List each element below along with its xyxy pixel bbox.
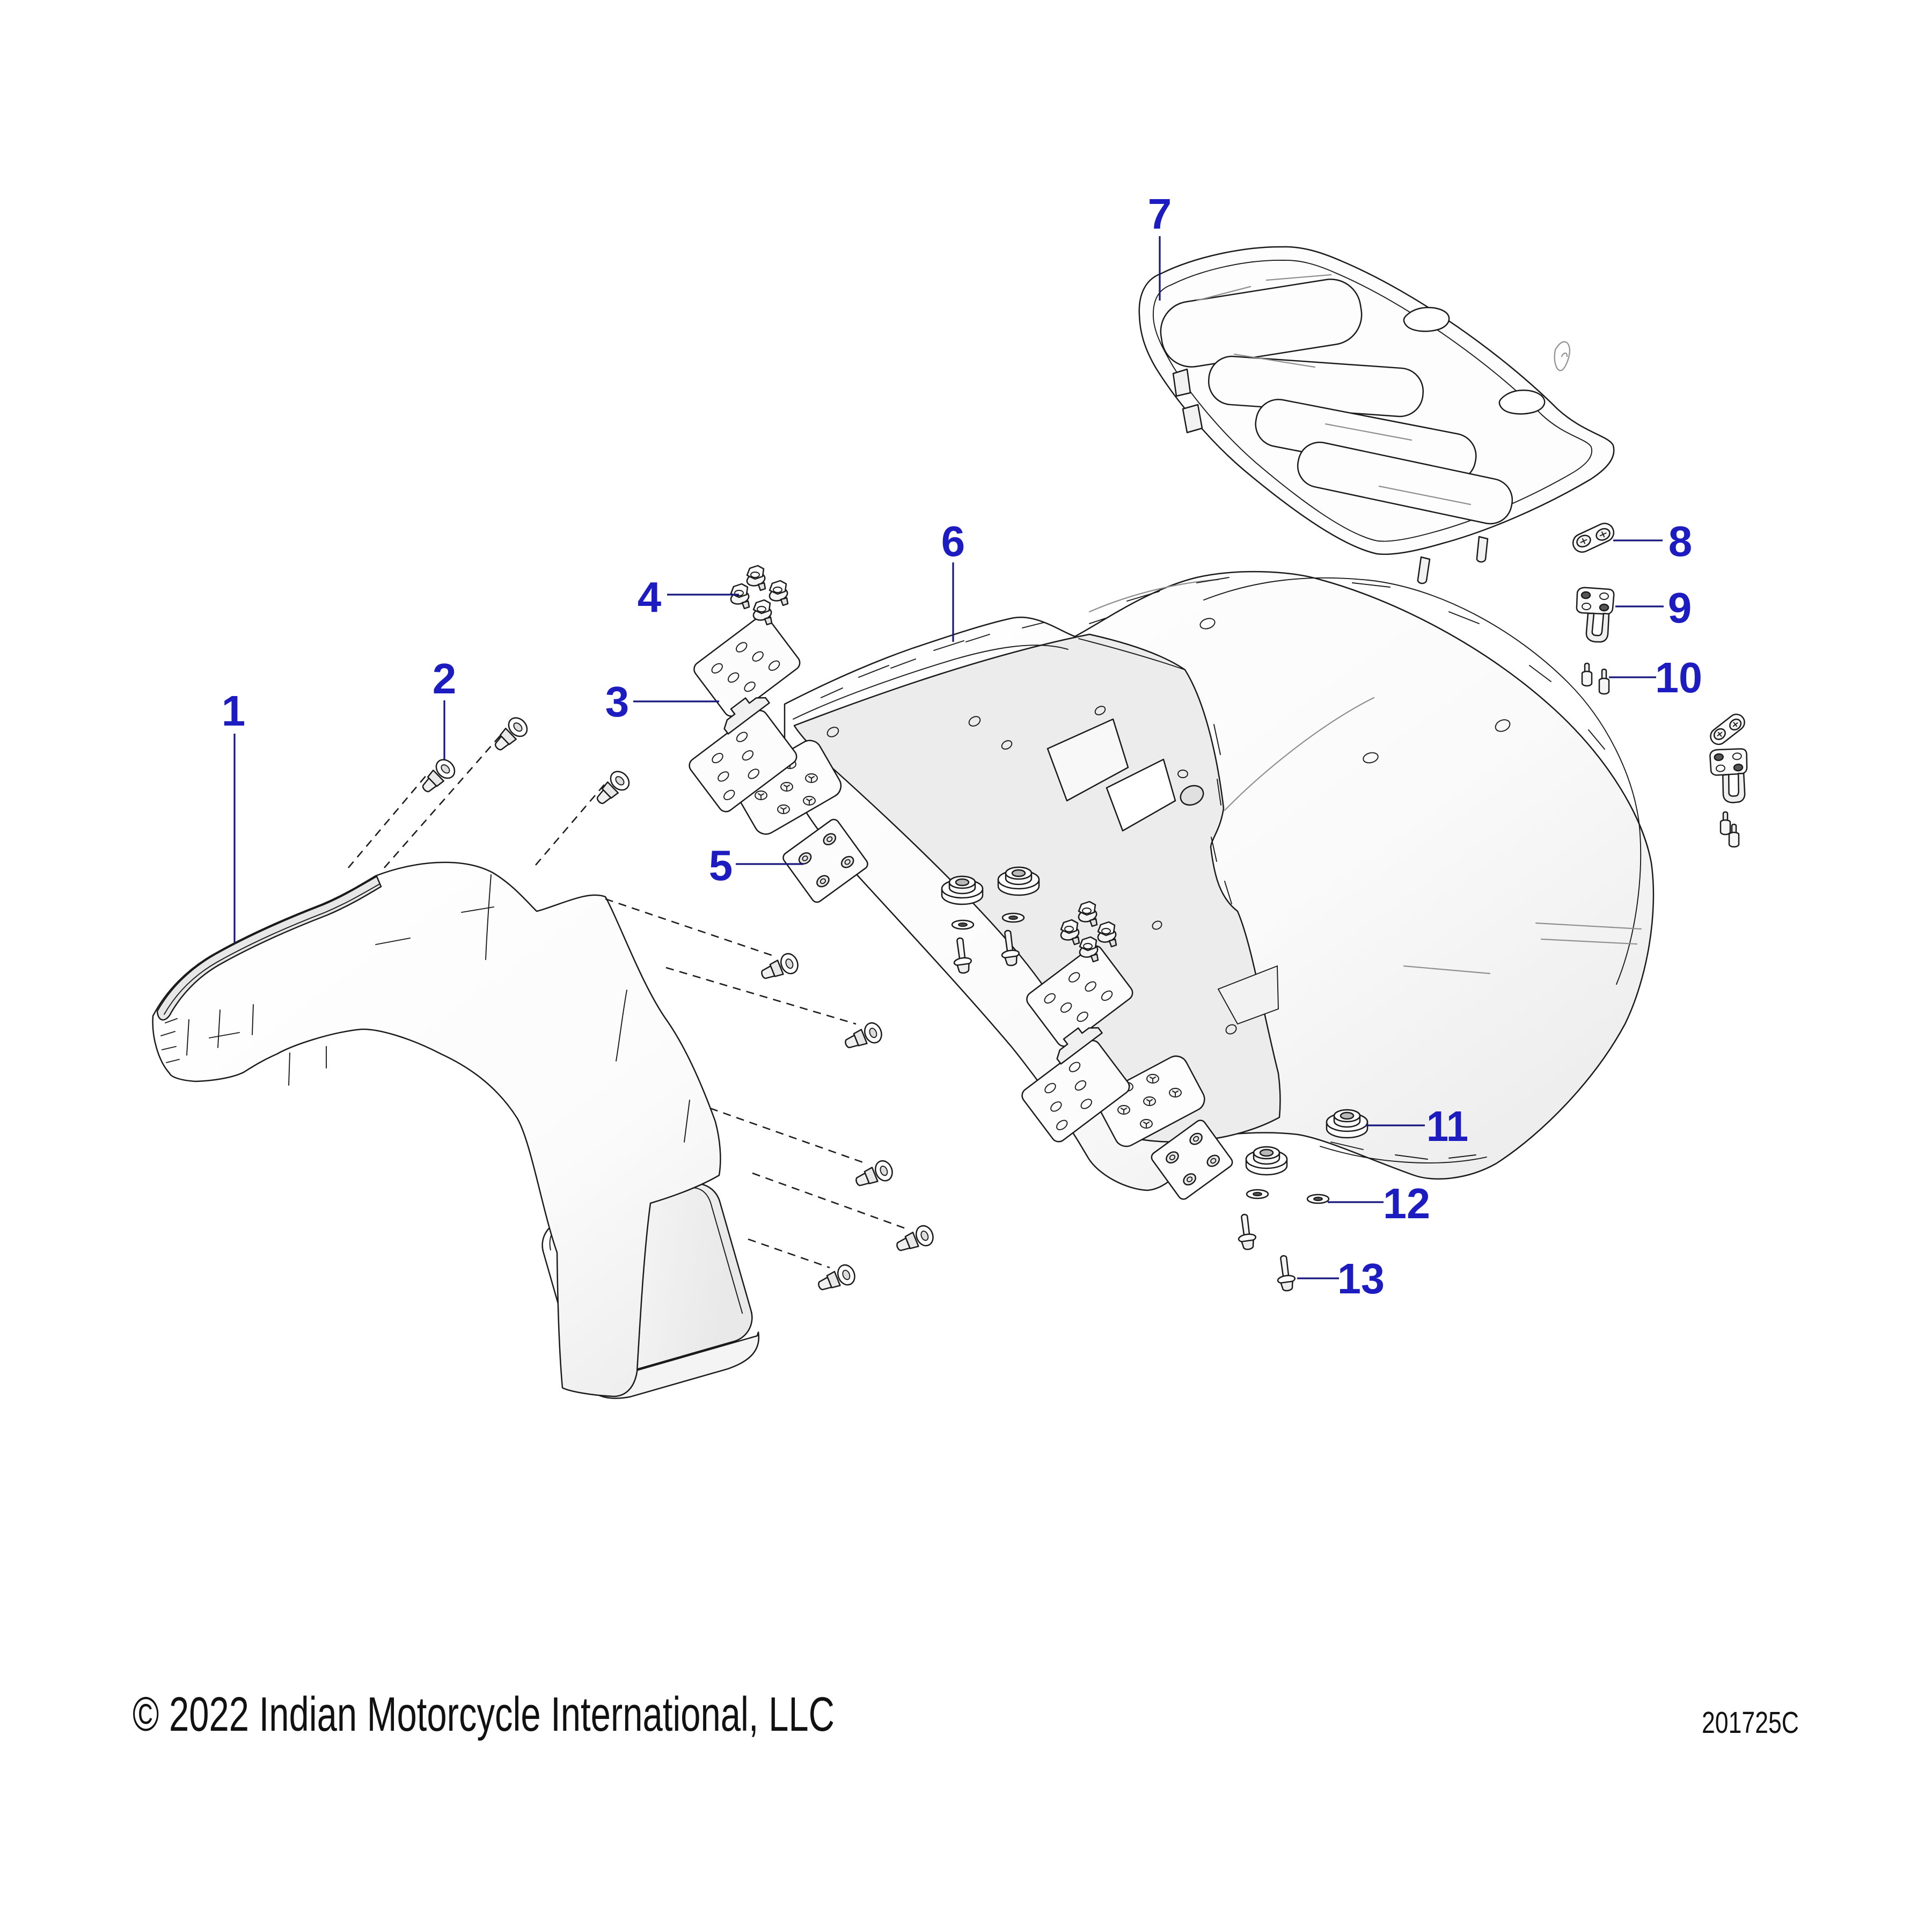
svg-text:13: 13: [1337, 1255, 1385, 1302]
svg-text:9: 9: [1668, 584, 1692, 632]
svg-text:7: 7: [1148, 190, 1172, 238]
svg-text:8: 8: [1668, 517, 1693, 565]
svg-text:3: 3: [605, 678, 630, 726]
svg-text:2: 2: [433, 655, 457, 702]
svg-text:10: 10: [1655, 654, 1702, 701]
svg-text:11: 11: [1426, 1102, 1468, 1150]
svg-text:1: 1: [222, 687, 246, 735]
svg-text:© 2022 Indian Motorcycle Inter: © 2022 Indian Motorcycle International, …: [133, 1688, 835, 1741]
svg-text:6: 6: [941, 517, 965, 565]
svg-text:12: 12: [1383, 1180, 1430, 1227]
svg-text:5: 5: [709, 841, 733, 889]
svg-text:4: 4: [638, 573, 662, 621]
svg-text:201725C: 201725C: [1702, 1706, 1799, 1740]
